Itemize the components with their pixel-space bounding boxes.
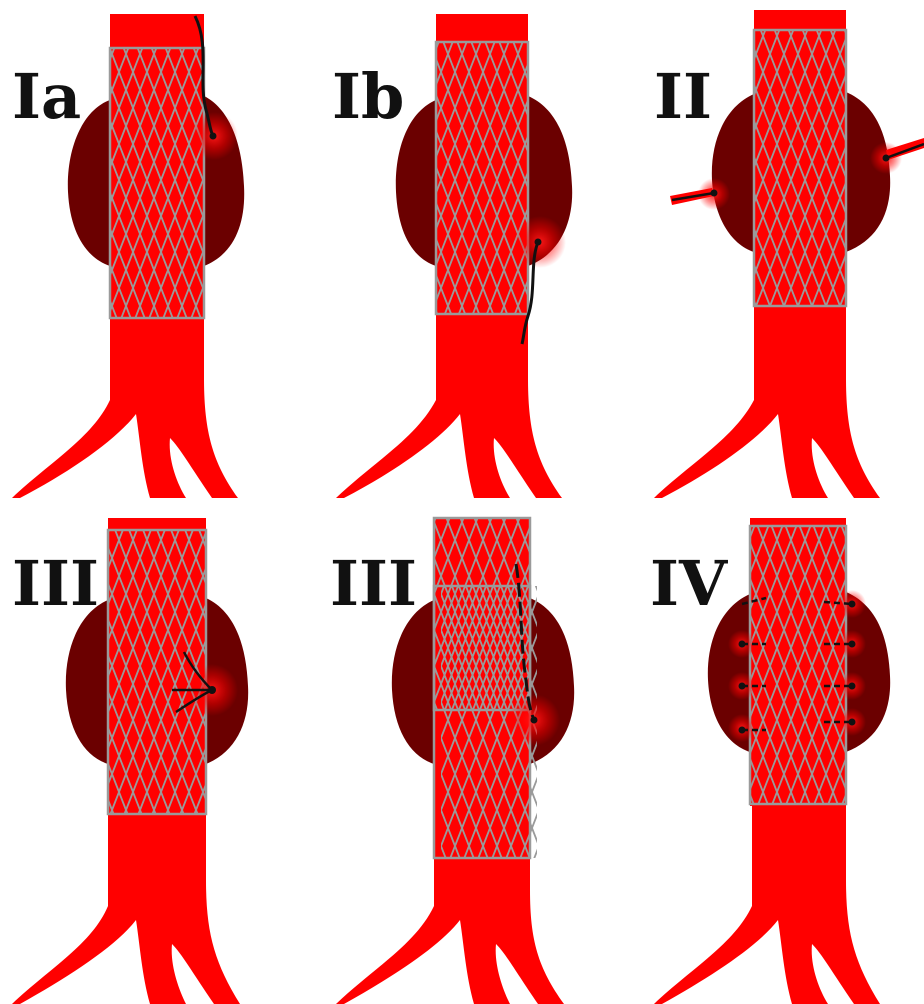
panel-label-iii: III: [12, 547, 99, 620]
panel-type-ii: II: [654, 10, 924, 498]
panel-label-ii: II: [654, 60, 712, 133]
stent-graft: [436, 42, 528, 314]
aortic-branches: [654, 802, 880, 1004]
panel-type-ib: Ib: [332, 14, 572, 498]
panel-label-iii: III: [330, 547, 417, 620]
leak-point: [208, 686, 216, 694]
aortic-branches: [336, 330, 562, 498]
panel-label-ia: Ia: [12, 60, 81, 133]
panel-type-iii-a: III: [12, 518, 248, 1004]
aortic-branches: [12, 330, 238, 498]
panel-type-iv: IV: [650, 518, 890, 1004]
panel-type-iii-b: III: [330, 518, 574, 1004]
leak-point: [531, 717, 538, 724]
aortic-branches: [12, 812, 240, 1004]
leak-point: [535, 239, 542, 246]
aortic-branches: [336, 854, 564, 1004]
stent-graft: [750, 526, 846, 804]
aortic-branches: [654, 306, 880, 498]
leak-point: [711, 190, 718, 197]
stent-graft: [110, 48, 204, 318]
panel-type-ia: Ia: [12, 14, 244, 498]
stent-graft: [754, 30, 846, 306]
panel-label-iv: IV: [650, 547, 728, 620]
leak-point: [883, 155, 890, 162]
stent-graft: [108, 530, 206, 814]
leak-point: [210, 133, 217, 140]
panel-label-ib: Ib: [332, 60, 404, 133]
